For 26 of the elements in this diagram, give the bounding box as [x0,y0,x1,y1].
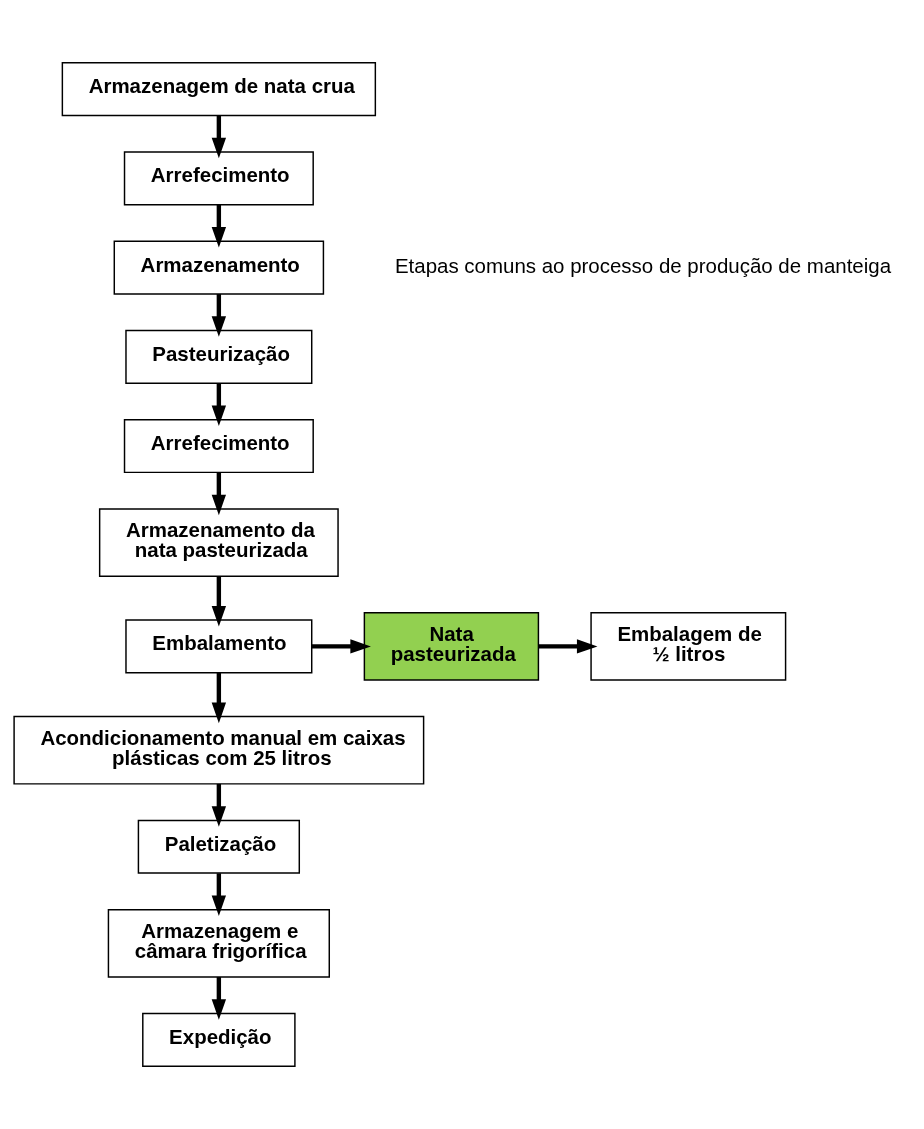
arrow [211,873,227,916]
arrow [211,383,227,426]
node-box: Pasteurização [125,329,313,384]
arrow [211,977,227,1020]
node-box: Armazenamento [113,240,325,295]
node-box: Embalagem de ½ litros [590,612,787,681]
node-box: Nata pasteurizada [363,612,540,681]
node-box: Paletização [137,819,301,874]
arrow [211,783,227,827]
node-box: Armazenamento da nata pasteurizada [98,508,339,577]
node-box: Armazenagem e câmara frigorífica [107,908,330,978]
node-box: Arrefecimento [123,418,314,474]
arrow [211,294,227,337]
node-box: Expedição [142,1012,296,1067]
arrow [538,639,598,654]
node-box: Arrefecimento [123,151,314,206]
node-box: Armazenagem de nata crua [61,62,377,117]
node-box: Embalamento [125,619,313,674]
arrow [211,472,227,516]
arrow [311,639,371,654]
arrow [211,576,227,627]
node-box: Acondicionamento manual em caixas plásticas com 25 litros [13,715,425,785]
arrow [211,115,227,159]
arrow [211,672,227,724]
label: Etapas comuns ao processo de produção de manteiga [394,254,892,278]
arrow [211,204,227,248]
